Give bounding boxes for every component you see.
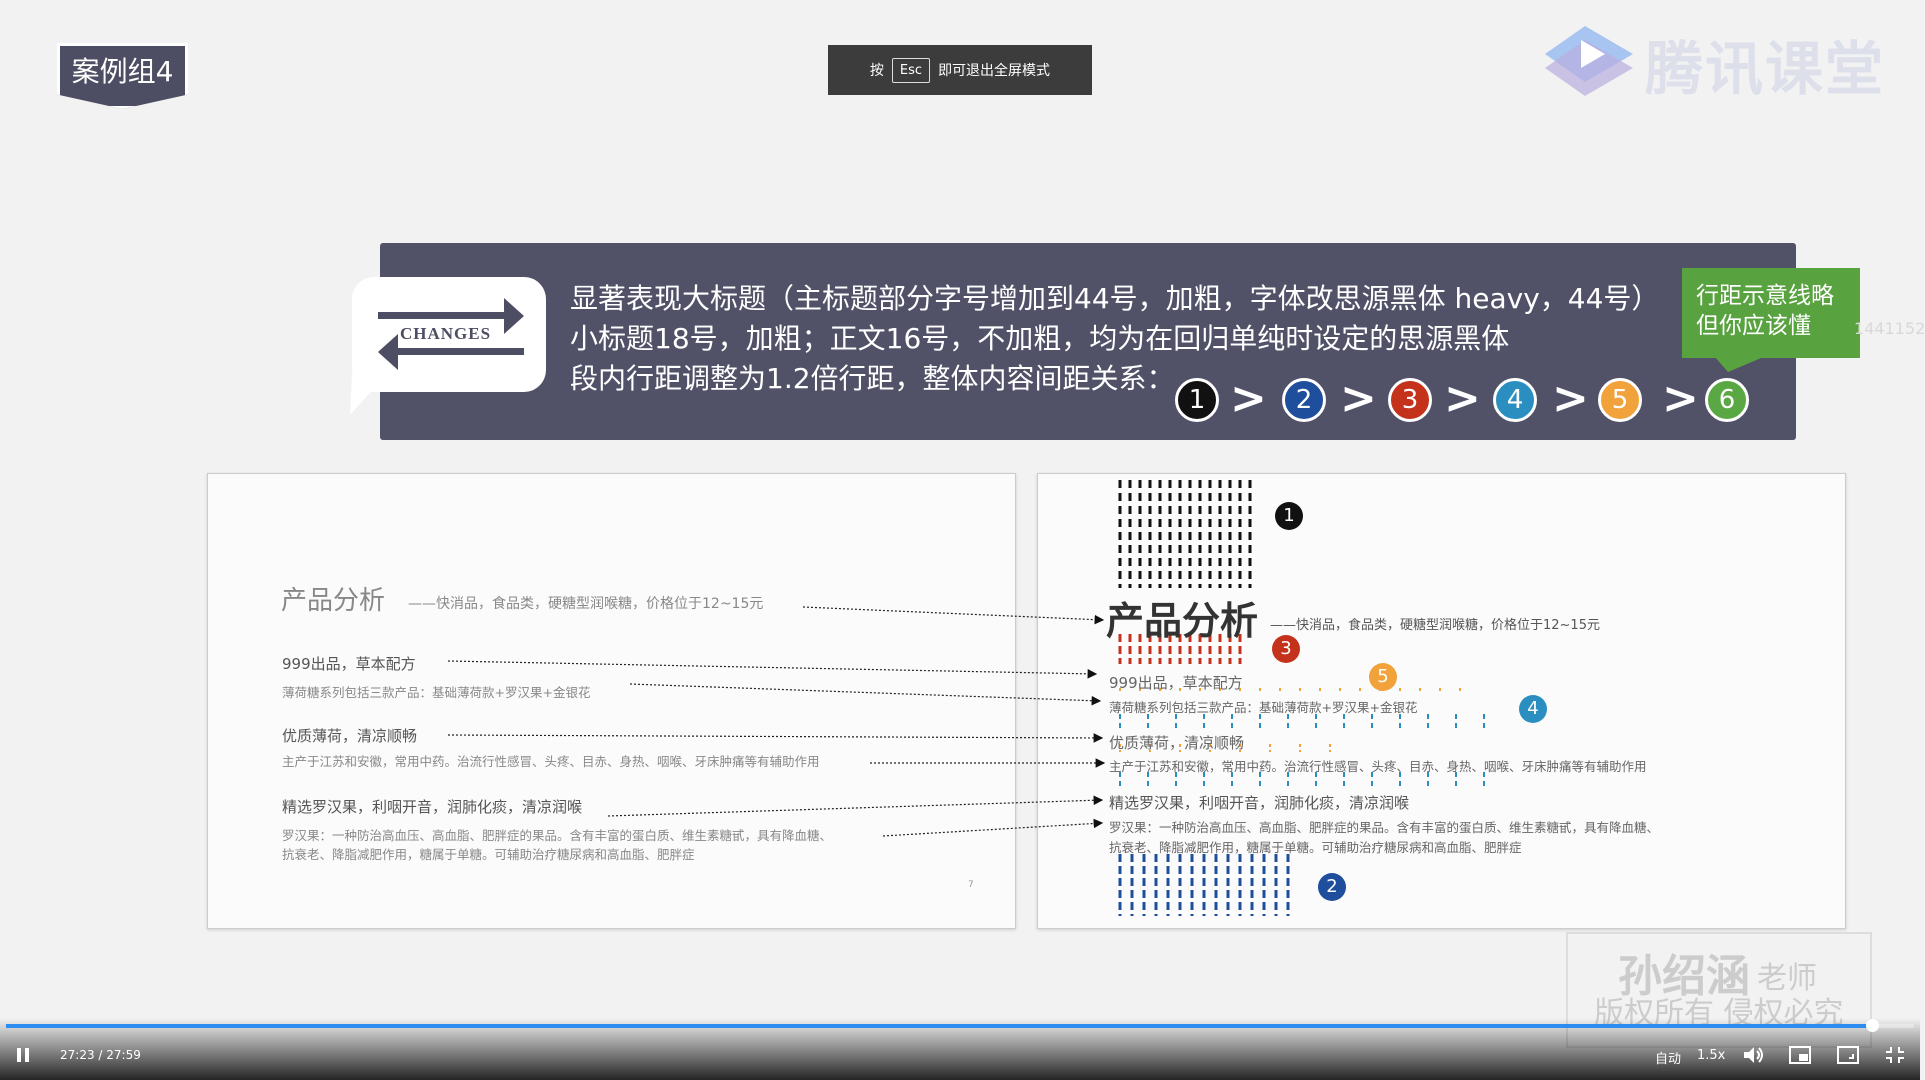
right-paragraph-3b: 抗衰老、降脂减肥作用，糖属于单糖。可辅助治疗糖尿病和高血脂、肥胖症 [1109,840,1522,855]
left-heading-2: 优质薄荷，清凉顺畅 [282,727,418,745]
pause-icon[interactable] [15,1047,31,1063]
exit-fullscreen-icon[interactable] [1885,1046,1905,1064]
greater-than-symbol: > [1340,373,1377,424]
tencent-classroom-logo-icon [1545,26,1633,96]
green-note-line-2: 但你应该懂 [1696,313,1811,339]
left-heading-1: 999出品，草本配方 [282,655,416,673]
band-line-1: 显著表现大标题（主标题部分字号增加到44号，加粗，字体改思源黑体 heavy，4… [570,282,1660,315]
left-paragraph-2: 主产于江苏和安徽，常用中药。治流行性感冒、头疼、目赤、身热、咽喉、牙床肿痛等有辅… [282,754,820,769]
overflow-number: 1441152 [1854,319,1925,338]
speed-selector[interactable]: 1.5x [1697,1048,1726,1063]
left-paragraph-3a: 罗汉果：一种防治高血压、高血脂、肥胖症的果品。含有丰富的蛋白质、维生素糖甙，具有… [282,828,833,843]
left-slide-subtitle: ——快消品，食品类，硬糖型润喉糖，价格位于12~15元 [408,596,764,612]
right-slide [1037,473,1846,929]
spacing-guides [1118,480,1485,916]
green-note-tail [1714,356,1766,372]
marker-2: 2 [1318,873,1346,901]
video-player-bar [0,1018,1920,1080]
progress-handle[interactable] [1866,1019,1879,1032]
order-number-4: 4 [1493,378,1537,422]
logo-text: 腾讯课堂 [1645,35,1886,103]
order-number-2: 2 [1282,378,1326,422]
case-group-badge: 案例组4 [57,43,188,109]
picture-in-picture-icon[interactable] [1789,1046,1811,1064]
green-note-line-1: 行距示意线略 [1696,283,1834,309]
changes-label: CHANGES [400,324,492,343]
right-paragraph-3a: 罗汉果：一种防治高血压、高血脂、肥胖症的果品。含有丰富的蛋白质、维生素糖甙，具有… [1109,820,1660,835]
green-note: 行距示意线略 但你应该懂 [1682,268,1860,358]
left-page-number: 7 [968,880,974,890]
greater-than-symbol: > [1662,373,1699,424]
esc-key: Esc [891,57,931,83]
left-paragraph-1: 薄荷糖系列包括三款产品：基础薄荷款+罗汉果+金银花 [282,685,591,700]
quality-selector[interactable]: 自动 [1655,1052,1682,1067]
web-fullscreen-icon[interactable] [1837,1046,1859,1064]
band-line-2: 小标题18号，加粗；正文16号，不加粗，均为在回归单纯时设定的思源黑体 [570,322,1510,355]
greater-than-symbol: > [1444,373,1481,424]
right-heading-3: 精选罗汉果，利咽开音，润肺化痰，清凉润喉 [1109,794,1410,812]
watermark-name: 孙绍涵 [1618,951,1750,1002]
right-heading-2: 优质薄荷，清凉顺畅 [1109,734,1245,752]
right-paragraph-2: 主产于江苏和安徽，常用中药。治流行性感冒、头疼、目赤、身热、咽喉、牙床肿痛等有辅… [1109,759,1647,774]
greater-than-symbol: > [1552,373,1589,424]
left-slide [207,473,1016,929]
info-band [380,243,1796,440]
left-slide-title: 产品分析 [281,586,386,616]
right-slide-subtitle: ——快消品，食品类，硬糖型润喉糖，价格位于12~15元 [1270,618,1600,633]
right-heading-1: 999出品，草本配方 [1109,674,1243,692]
volume-icon[interactable] [1742,1045,1764,1065]
left-heading-3: 精选罗汉果，利咽开音，润肺化痰，清凉润喉 [282,798,583,816]
marker-4: 4 [1519,695,1547,723]
order-number-6: 6 [1705,378,1749,422]
order-number-5: 5 [1598,378,1642,422]
progress-fill [6,1024,1872,1028]
fullscreen-exit-hint: 按 Esc 即可退出全屏模式 [828,45,1092,95]
left-paragraph-3b: 抗衰老、降脂减肥作用，糖属于单糖。可辅助治疗糖尿病和高血脂、肥胖症 [282,847,695,862]
time-display: 27:23 / 27:59 [60,1048,141,1062]
marker-3: 3 [1272,635,1300,663]
order-number-1: 1 [1175,378,1219,422]
marker-5: 5 [1369,663,1397,691]
changes-arrows-icon [378,298,524,370]
watermark-title: 老师 [1757,961,1817,996]
band-line-3: 段内行距调整为1.2倍行距，整体内容间距关系： [570,362,1175,395]
right-slide-title: 产品分析 [1106,599,1259,643]
right-paragraph-1: 薄荷糖系列包括三款产品：基础薄荷款+罗汉果+金银花 [1109,700,1418,715]
esc-hint-prefix: 按 [869,63,884,79]
changes-bubble [352,277,546,392]
esc-hint-suffix: 即可退出全屏模式 [938,63,1051,79]
marker-1: 1 [1275,502,1303,530]
greater-than-symbol: > [1230,373,1267,424]
order-number-3: 3 [1388,378,1432,422]
